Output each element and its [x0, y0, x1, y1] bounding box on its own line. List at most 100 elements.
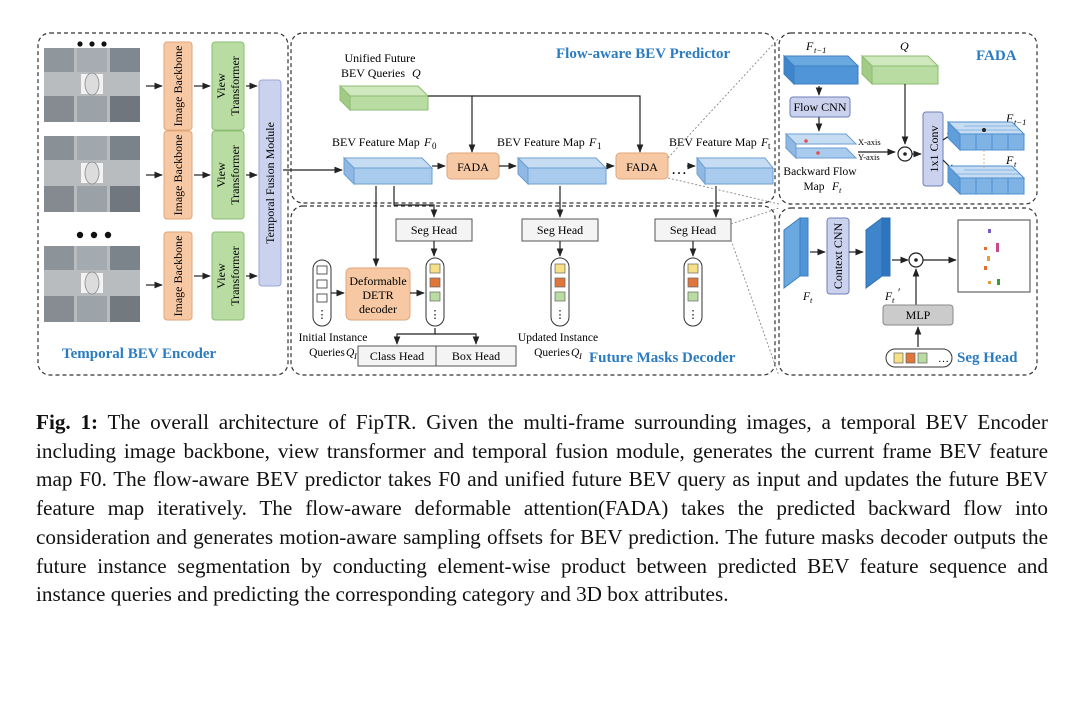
svg-text:F: F: [805, 39, 814, 53]
svg-text:t−1: t−1: [1014, 117, 1026, 127]
svg-text:Seg Head: Seg Head: [670, 223, 716, 237]
product-op-fada: [897, 146, 913, 162]
seg-head-detail-panel: Seg Head F t Context CNN F t ′: [778, 207, 1038, 376]
svg-text:BEV Queries: BEV Queries: [341, 66, 405, 80]
fada-block-1: FADA: [446, 152, 500, 180]
svg-text:Q: Q: [346, 347, 355, 359]
image-backbone-3: Image Backbone: [163, 231, 193, 321]
svg-text:t−1: t−1: [814, 45, 826, 55]
conv-1x1: 1x1 Conv: [922, 111, 944, 187]
svg-text:F: F: [760, 135, 769, 149]
svg-text:Q: Q: [900, 39, 909, 53]
svg-text:BEV Feature Map: BEV Feature Map: [497, 135, 585, 149]
svg-text:Class Head: Class Head: [370, 349, 424, 363]
camera-images-3: [44, 246, 140, 322]
backward-flow-map: [784, 132, 858, 160]
svg-text:View: View: [214, 263, 228, 289]
seghead-ft-prime: [865, 217, 891, 289]
svg-text:t: t: [839, 185, 842, 195]
svg-text:View: View: [214, 162, 228, 188]
svg-text:1x1 Conv: 1x1 Conv: [927, 125, 941, 172]
svg-text:…: …: [938, 353, 949, 365]
svg-text:1: 1: [597, 141, 602, 151]
svg-text:MLP: MLP: [906, 308, 931, 322]
svg-text:Image Backbone: Image Backbone: [171, 135, 185, 216]
seg-head-3: Seg Head: [654, 218, 732, 242]
bev-feature-map-f0: [342, 156, 434, 186]
fada-input-ft-1: [782, 54, 860, 86]
svg-text:Temporal Fusion Module: Temporal Fusion Module: [263, 122, 277, 244]
fada-title: FADA: [976, 48, 1017, 64]
svg-text:Flow CNN: Flow CNN: [793, 100, 846, 114]
query-column-3: ⋮: [683, 257, 703, 327]
seghead-title: Seg Head: [957, 350, 1018, 366]
svg-text:decoder: decoder: [359, 302, 397, 316]
svg-text:Transformer: Transformer: [228, 246, 242, 306]
frame-dots-middle: [76, 231, 112, 239]
camera-images-1: [44, 48, 140, 122]
svg-text:F: F: [831, 181, 840, 193]
svg-text:Backward Flow: Backward Flow: [783, 166, 857, 178]
svg-text:F: F: [423, 135, 432, 149]
predictor-title: Flow-aware BEV Predictor: [556, 46, 730, 62]
figure-caption: Fig. 1: The overall architecture of FipT…: [36, 408, 1048, 609]
caption-text: The overall architecture of FipTR. Given…: [36, 410, 1048, 607]
initial-instance-queries: ⋮: [312, 259, 332, 327]
svg-text:F: F: [884, 291, 893, 303]
decoder-title: Future Masks Decoder: [589, 350, 736, 366]
image-backbone-2: Image Backbone: [163, 130, 193, 220]
svg-text:FADA: FADA: [457, 160, 489, 174]
bev-feature-map-ft: [695, 156, 775, 186]
svg-text:Seg Head: Seg Head: [537, 223, 583, 237]
svg-text:Q: Q: [571, 347, 580, 359]
deformable-detr-decoder: Deformable DETR decoder: [345, 267, 411, 321]
caption-label: Fig. 1:: [36, 410, 99, 434]
svg-text:FADA: FADA: [626, 160, 658, 174]
image-backbone-1: Image Backbone: [163, 41, 193, 131]
fada-detail-panel: FADA F t−1 Q Flow CNN X-axis Y-axis: [778, 32, 1038, 205]
svg-text:Image Backbone: Image Backbone: [171, 236, 185, 317]
context-cnn: Context CNN: [826, 217, 850, 295]
bev-feature-map-f1: [516, 156, 608, 186]
svg-text:Queries: Queries: [534, 347, 570, 359]
box-head: Box Head: [435, 345, 517, 367]
svg-text:Transformer: Transformer: [228, 145, 242, 205]
fada-grid-ft: [946, 164, 1026, 196]
svg-text:Queries: Queries: [309, 347, 345, 359]
temporal-fusion-module: Temporal Fusion Module: [258, 79, 282, 287]
svg-text:F: F: [802, 291, 811, 303]
fada-input-q: [860, 54, 940, 86]
unified-query-block: [338, 84, 430, 112]
seg-head-1: Seg Head: [395, 218, 473, 242]
segmentation-output-map: [957, 219, 1031, 293]
camera-images-2: [44, 136, 140, 212]
svg-text:F: F: [1005, 153, 1014, 167]
seg-head-2: Seg Head: [521, 218, 599, 242]
svg-text:View: View: [214, 73, 228, 99]
svg-text:Transformer: Transformer: [228, 56, 242, 116]
svg-text:DETR: DETR: [362, 288, 393, 302]
svg-text:F: F: [588, 135, 597, 149]
svg-text:t: t: [892, 295, 895, 305]
svg-text:Box Head: Box Head: [452, 349, 500, 363]
svg-text:Y-axis: Y-axis: [858, 152, 880, 162]
svg-text:Image Backbone: Image Backbone: [171, 46, 185, 127]
fada-block-2: FADA: [615, 152, 669, 180]
flow-aware-bev-predictor-panel: Flow-aware BEV Predictor Unified Future …: [283, 32, 776, 204]
svg-text:…: …: [671, 161, 687, 178]
frame-dots-top: [77, 41, 107, 47]
view-transformer-1: View Transformer: [211, 41, 245, 131]
svg-text:X-axis: X-axis: [858, 137, 881, 147]
svg-text:Deformable: Deformable: [349, 274, 406, 288]
svg-text:t: t: [810, 295, 813, 305]
svg-text:BEV Feature Map: BEV Feature Map: [669, 135, 757, 149]
temporal-bev-encoder-panel: Image Backbone Image Backbone Image Back…: [37, 32, 289, 376]
svg-text:⋮: ⋮: [317, 309, 328, 321]
query-label: Unified Future: [345, 51, 416, 65]
svg-text:Map: Map: [803, 181, 824, 193]
svg-text:BEV Feature Map: BEV Feature Map: [332, 135, 420, 149]
svg-text:⋮: ⋮: [688, 309, 699, 321]
class-head: Class Head: [357, 345, 437, 367]
svg-text:I: I: [353, 351, 358, 361]
svg-text:0: 0: [432, 141, 437, 151]
